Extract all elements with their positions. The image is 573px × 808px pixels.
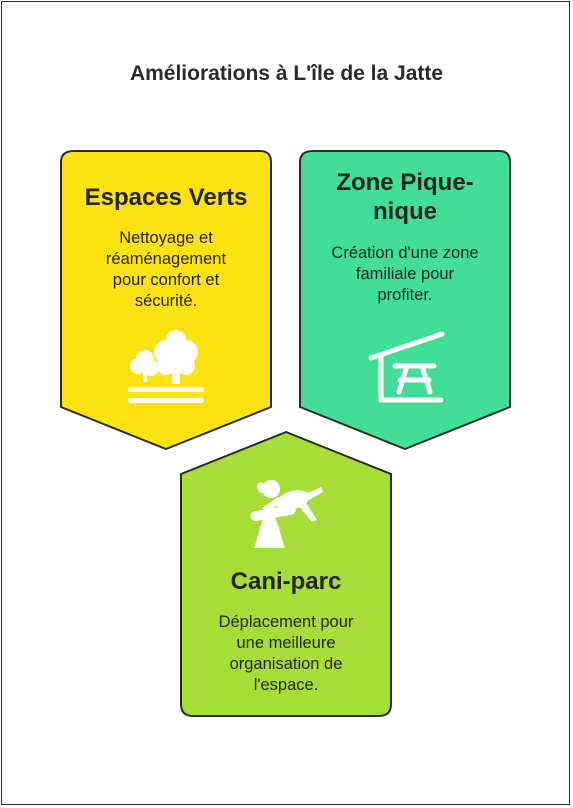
card-cani-parc-description: Déplacement pour une meilleure organisat… xyxy=(186,612,386,696)
card-zone-pique-nique: Zone Pique- nique Création d'une zone fa… xyxy=(305,168,505,306)
picnic-table-icon xyxy=(368,331,445,403)
desc-line: Déplacement pour xyxy=(218,613,354,631)
card-espaces-verts-shape xyxy=(60,150,272,450)
card-espaces-verts-description: Nettoyage et réaménagement pour confort … xyxy=(66,228,266,312)
card-zone-pique-nique-description: Création d'une zone familiale pour profi… xyxy=(305,243,505,306)
card-espaces-verts-title: Espaces Verts xyxy=(84,184,248,211)
card-zone-pique-nique-title: Zone Pique- nique xyxy=(305,168,505,226)
card-cani-parc-title: Cani-parc xyxy=(230,568,342,595)
desc-line: l'espace. xyxy=(253,676,319,694)
card-cani-parc: Cani-parc Déplacement pour une meilleure… xyxy=(186,567,386,696)
title-line: nique xyxy=(373,198,437,225)
desc-line: profiter. xyxy=(377,286,433,304)
desc-line: Création d'une zone xyxy=(331,244,479,262)
desc-line: sécurité. xyxy=(134,292,198,310)
desc-line: une meilleure xyxy=(236,634,336,652)
desc-line: Nettoyage et xyxy=(119,229,213,247)
desc-line: pour confort et xyxy=(112,271,220,289)
desc-line: réaménagement xyxy=(105,250,227,268)
page-title: Améliorations à L'île de la Jatte xyxy=(129,62,444,85)
desc-line: familiale pour xyxy=(355,265,455,283)
dog-agility-icon xyxy=(250,480,323,548)
desc-line: organisation de xyxy=(229,655,343,673)
title-line: Zone Pique- xyxy=(336,169,474,196)
trees-icon xyxy=(128,330,204,403)
card-cani-parc-shape xyxy=(180,431,392,717)
card-espaces-verts: Espaces Verts Nettoyage et réaménagement… xyxy=(66,183,266,312)
card-zone-pique-nique-shape xyxy=(299,150,511,450)
